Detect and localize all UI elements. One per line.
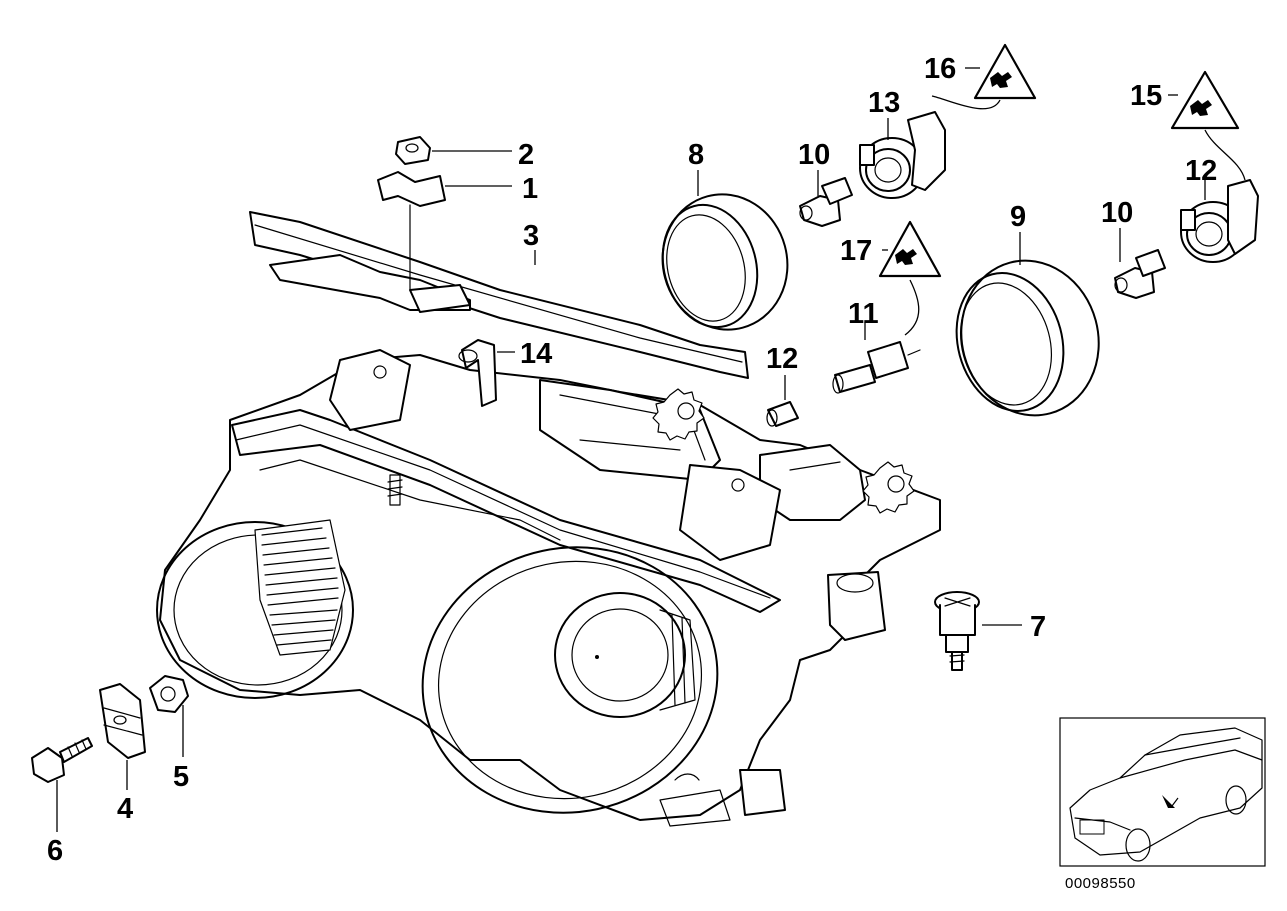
callout-6: 6 xyxy=(47,835,63,867)
xenon-bulb-part-11 xyxy=(832,341,921,394)
callout-16: 15 xyxy=(1130,80,1162,112)
vehicle-locator-icon xyxy=(1059,717,1266,867)
igniter-part-14 xyxy=(859,111,946,199)
callout-3: 3 xyxy=(523,220,539,252)
callout-8: 8 xyxy=(688,139,704,171)
high-voltage-warning-icon xyxy=(1170,70,1240,130)
callout-1: 1 xyxy=(522,173,538,205)
callout-18: 17 xyxy=(840,235,872,267)
callout-labels: 2 1 3 14 8 10 13 16 15 12 9 10 17 11 12 … xyxy=(47,53,1217,867)
callout-15: 14 xyxy=(520,338,552,370)
clip-part-1 xyxy=(377,171,446,291)
callout-12: 12 xyxy=(766,343,798,375)
headlight-housing xyxy=(156,349,941,827)
clip-nut-part-4 xyxy=(99,683,146,759)
callout-2: 2 xyxy=(518,139,534,171)
callout-5: 5 xyxy=(173,761,189,793)
cover-cap-part-9 xyxy=(955,259,1100,417)
document-number: 00098550 xyxy=(1065,875,1136,892)
callout-17: 16 xyxy=(924,53,956,85)
callout-4: 4 xyxy=(117,793,133,825)
callout-9: 9 xyxy=(1010,201,1026,233)
bulb-part-12 xyxy=(766,401,799,427)
callout-14: 13 xyxy=(868,87,900,119)
callout-13: 12 xyxy=(1185,155,1217,187)
igniter-part-13 xyxy=(1180,179,1259,263)
adjuster-part-7 xyxy=(934,591,980,671)
seal-strip-part-3 xyxy=(249,211,749,379)
vent-hose-part-15 xyxy=(458,339,497,407)
high-voltage-warning-icon xyxy=(973,43,1037,100)
screw-part-6 xyxy=(31,737,93,783)
bulb-part-10-left xyxy=(799,177,853,227)
bulb-part-10-right xyxy=(1114,249,1166,299)
callout-11: 11 xyxy=(848,298,879,330)
callout-10-left: 10 xyxy=(798,139,830,171)
cover-cap-part-8 xyxy=(661,193,789,331)
expanding-nut-part-5 xyxy=(149,675,189,713)
callout-10-right: 10 xyxy=(1101,197,1133,229)
callout-7: 7 xyxy=(1030,611,1046,643)
nut-part-2 xyxy=(395,136,431,165)
high-voltage-warning-icon xyxy=(878,220,942,278)
leader-lines xyxy=(56,67,1206,832)
